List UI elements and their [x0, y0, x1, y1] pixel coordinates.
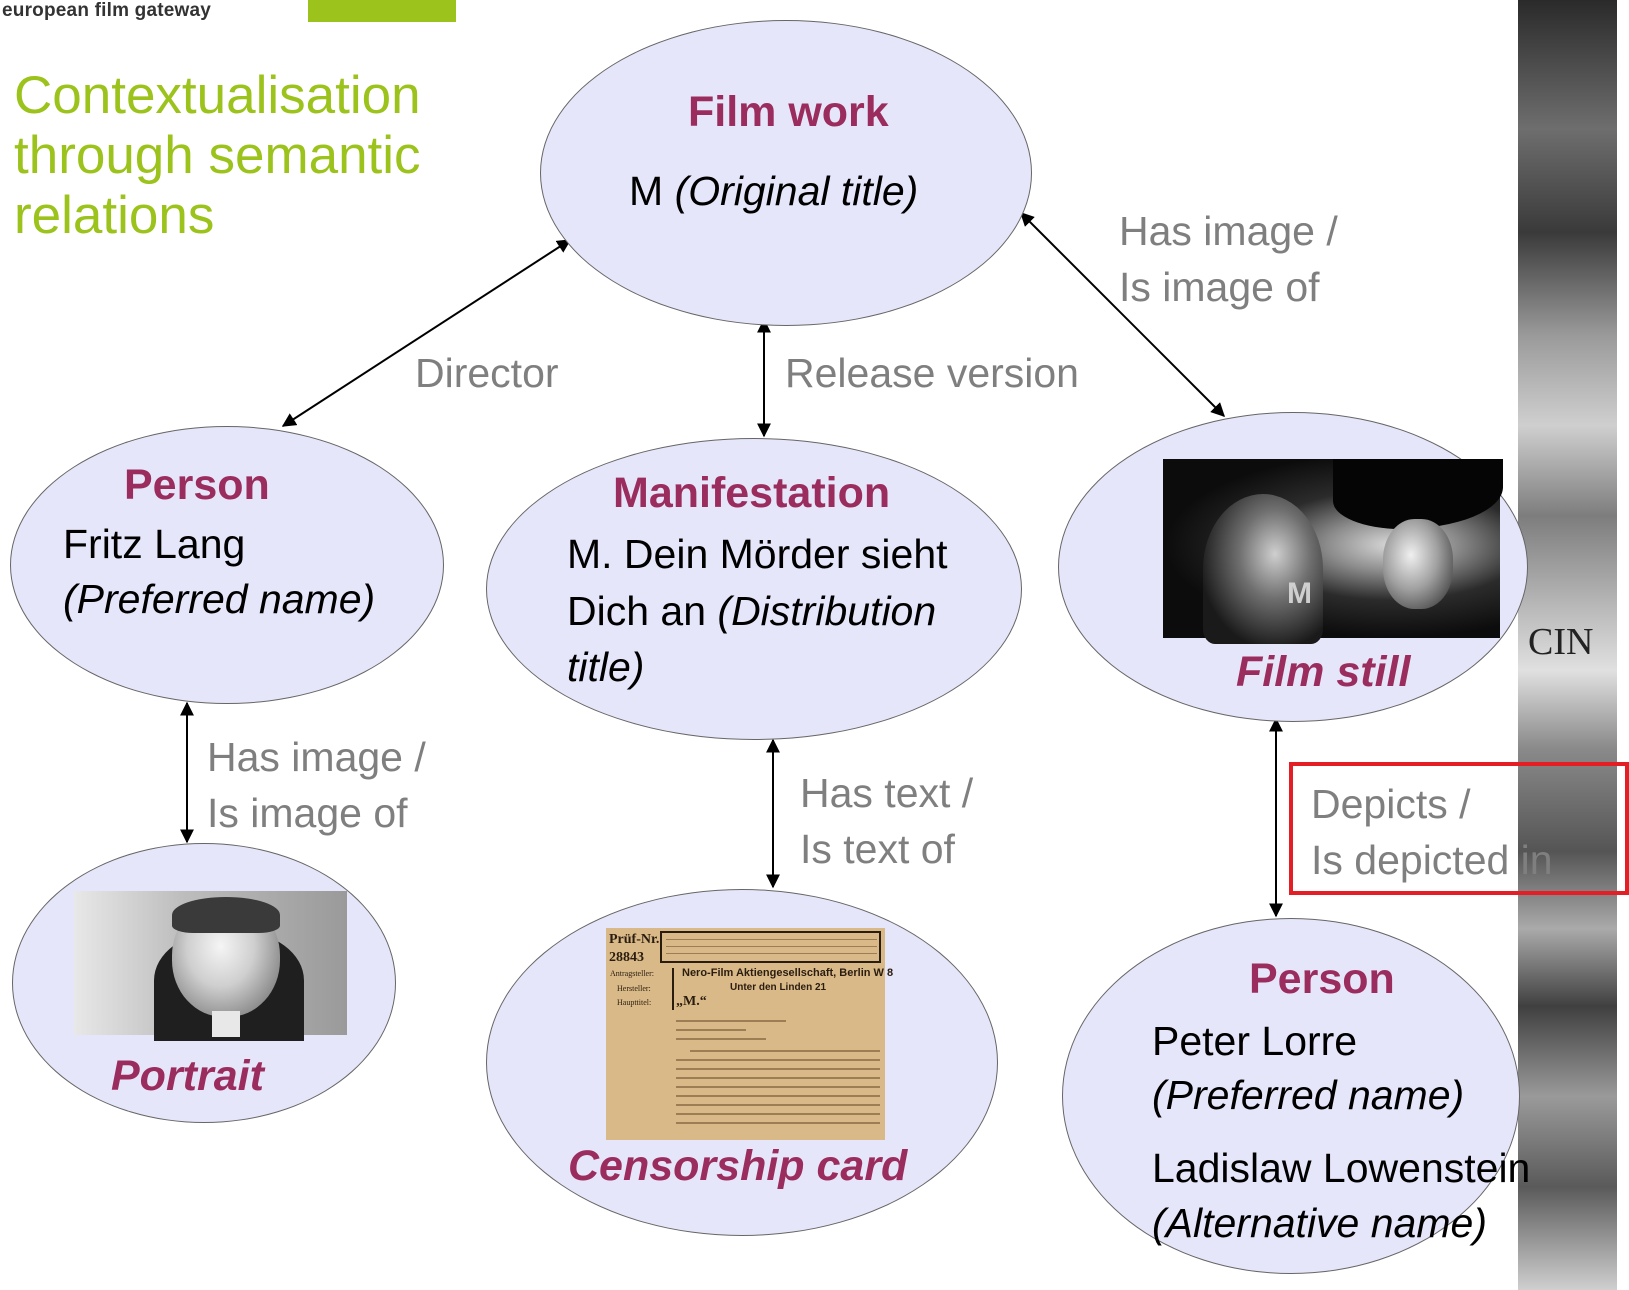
censorship-card-caption: Censorship card — [568, 1142, 908, 1190]
card-address: Unter den Linden 21 — [730, 982, 827, 993]
relation-label-is-text-of: Is text of — [800, 826, 955, 872]
page-heading: Contextualisation through semantic relat… — [14, 66, 421, 246]
portrait-photo — [74, 891, 347, 1041]
heading-line-3: relations — [14, 186, 215, 245]
manifestation-node — [486, 438, 1022, 740]
relation-label-release-version: Release version — [785, 350, 1079, 396]
relation-label-has-image-person: Has image / — [207, 734, 426, 780]
manifestation-line-1: M. Dein Mörder sieht — [567, 531, 948, 577]
manifestation-line-3: title) — [567, 644, 645, 690]
person-peter-lorre-node — [1062, 918, 1520, 1274]
film-work-title: M (Original title) — [629, 168, 919, 214]
decorative-collage-strip: CIN — [1518, 0, 1617, 1290]
brand-name: european film gateway — [2, 0, 212, 21]
person-peter-lorre-type: Person — [1249, 955, 1395, 1003]
card-producer-label: Hersteller: — [617, 984, 651, 993]
highlight-box — [1289, 762, 1629, 895]
card-title-value: „M.“ — [676, 994, 707, 1009]
relation-label-director: Director — [415, 350, 559, 396]
card-notice-box — [660, 931, 881, 963]
film-still-photo: M — [1163, 459, 1503, 644]
film-still-connector — [1020, 212, 1225, 417]
brand-accent-bar — [308, 0, 456, 22]
person-peter-lorre-name: Peter Lorre — [1152, 1018, 1358, 1064]
card-company: Nero-Film Aktiengesellschaft, Berlin W 8 — [682, 967, 894, 979]
relation-label-is-depicted-in: Is depicted in — [1311, 837, 1553, 883]
relation-label-is-image-of-person: Is image of — [207, 790, 408, 836]
film-still-caption: Film still — [1236, 648, 1411, 696]
relation-label-has-image-film: Has image / — [1119, 208, 1338, 254]
person-peter-lorre-alt-qualifier: (Alternative name) — [1152, 1200, 1487, 1246]
person-fritz-lang-type: Person — [124, 461, 270, 509]
manifestation-line-2: Dich an (Distribution — [567, 588, 937, 634]
person-fritz-lang-node — [10, 426, 444, 704]
card-divider — [672, 968, 674, 1010]
person-fritz-lang-qualifier: (Preferred name) — [63, 576, 376, 622]
card-applicant-label: Antragsteller: — [610, 969, 654, 978]
film-work-type: Film work — [688, 88, 889, 136]
person-fritz-lang-name: Fritz Lang — [63, 521, 246, 567]
card-number: 28843 — [609, 950, 644, 965]
relation-label-has-text: Has text / — [800, 770, 974, 816]
card-main-title-label: Haupttitel: — [617, 998, 652, 1007]
person-peter-lorre-qualifier: (Preferred name) — [1152, 1072, 1465, 1118]
card-number-label: Prüf-Nr. — [609, 932, 660, 947]
relation-label-depicts: Depicts / — [1311, 781, 1471, 827]
person-peter-lorre-alt-name: Ladislaw Lowenstein — [1152, 1145, 1531, 1191]
heading-line-1: Contextualisation — [14, 66, 421, 125]
heading-line-2: through semantic — [14, 126, 421, 185]
director-connector — [281, 239, 572, 427]
film-work-node — [540, 20, 1032, 326]
censorship-card-photo: Prüf-Nr. 28843 Antragsteller: Hersteller… — [606, 928, 893, 1140]
portrait-caption: Portrait — [111, 1052, 264, 1100]
manifestation-type: Manifestation — [613, 469, 891, 517]
relation-label-is-image-of-film: Is image of — [1119, 264, 1320, 310]
